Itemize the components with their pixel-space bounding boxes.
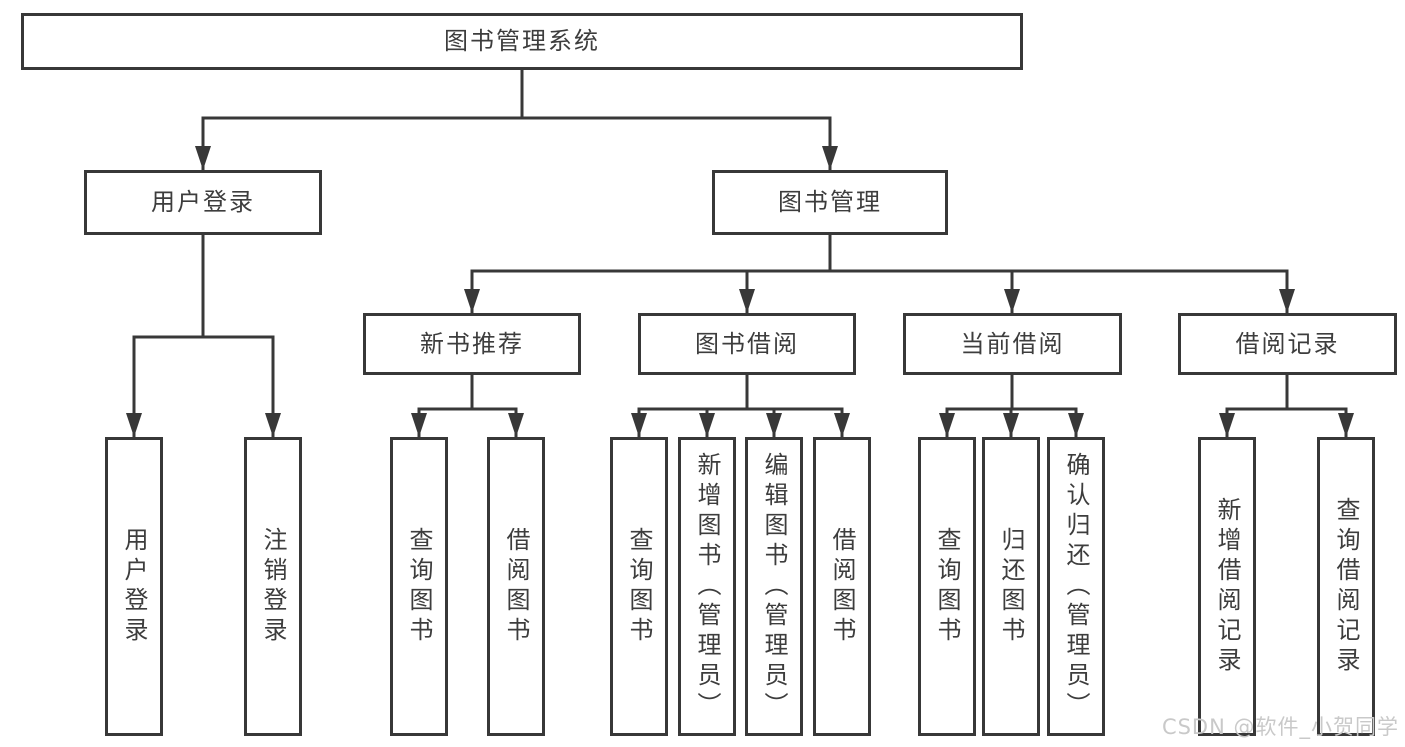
node-label: 新增图书（管理员）	[693, 451, 721, 722]
node-label: 注销登录	[259, 526, 287, 647]
node-edit-book-admin: 编辑图书（管理员）	[745, 437, 803, 736]
node-label: 归还图书	[997, 526, 1025, 647]
node-label: 查询图书	[405, 526, 433, 647]
node-book-borrowing: 图书借阅	[638, 313, 856, 375]
node-label: 确认归还（管理员）	[1062, 451, 1090, 722]
node-current-borrowing: 当前借阅	[903, 313, 1122, 375]
node-add-borrow-record: 新增借阅记录	[1198, 437, 1256, 736]
node-return-book: 归还图书	[982, 437, 1040, 736]
node-label: 用户登录	[151, 188, 255, 217]
node-label: 新增借阅记录	[1213, 496, 1241, 677]
node-label: 借阅图书	[828, 526, 856, 647]
node-user-login-leaf: 用户登录	[105, 437, 163, 736]
node-label: 用户登录	[120, 526, 148, 647]
node-label: 借阅图书	[502, 526, 530, 647]
node-label: 图书管理	[778, 188, 882, 217]
csdn-watermark: CSDN @软件_小贺同学	[1161, 715, 1399, 739]
node-label: 图书管理系统	[444, 27, 600, 56]
node-label: 编辑图书（管理员）	[760, 451, 788, 722]
node-query-books-recommend: 查询图书	[390, 437, 448, 736]
node-add-book-admin: 新增图书（管理员）	[678, 437, 736, 736]
node-query-books-borrowing: 查询图书	[610, 437, 668, 736]
node-label: 新书推荐	[420, 329, 524, 358]
node-label: 查询借阅记录	[1332, 496, 1360, 677]
node-logout-leaf: 注销登录	[244, 437, 302, 736]
node-user-login: 用户登录	[84, 170, 322, 235]
node-borrow-books-recommend: 借阅图书	[487, 437, 545, 736]
node-label: 查询图书	[625, 526, 653, 647]
node-label: 当前借阅	[960, 329, 1065, 358]
node-book-management: 图书管理	[712, 170, 948, 235]
node-borrow-records: 借阅记录	[1178, 313, 1397, 375]
node-borrow-books-borrowing: 借阅图书	[813, 437, 871, 736]
node-library-management-system: 图书管理系统	[21, 13, 1023, 70]
node-query-books-current: 查询图书	[918, 437, 976, 736]
node-query-borrow-record: 查询借阅记录	[1317, 437, 1375, 736]
node-label: 查询图书	[933, 526, 961, 647]
node-confirm-return-admin: 确认归还（管理员）	[1047, 437, 1105, 736]
node-label: 图书借阅	[695, 329, 799, 358]
node-label: 借阅记录	[1235, 329, 1340, 358]
node-new-book-recommend: 新书推荐	[363, 313, 581, 375]
